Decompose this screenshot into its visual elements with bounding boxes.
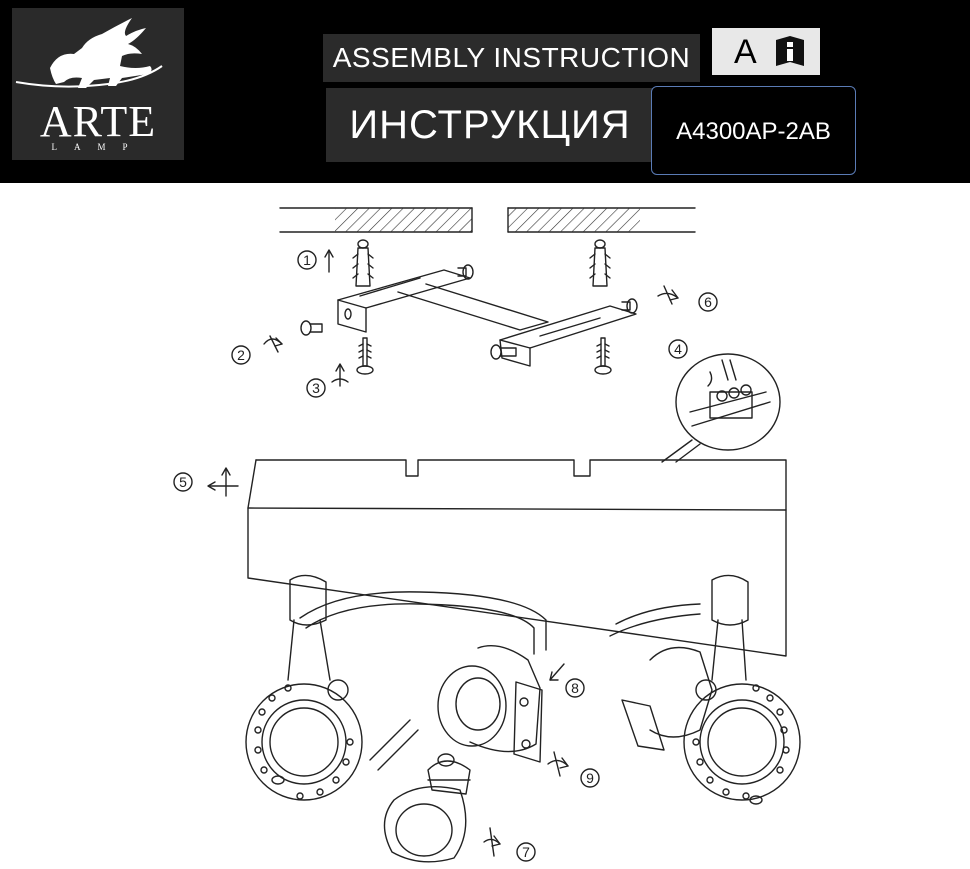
bracket-screw-right [621, 298, 638, 314]
spotlight-left [245, 574, 419, 801]
turn-arrow-icon [547, 751, 569, 777]
step-3-label: 3 [312, 380, 320, 396]
mounting-bracket [337, 269, 637, 367]
step-8-label: 8 [571, 680, 579, 696]
step-1-label: 1 [303, 252, 311, 268]
header-bar: ARTE LAMP ASSEMBLY INSTRUCTION ИНСТРУКЦИ… [0, 0, 970, 183]
brand-logo: ARTE LAMP [12, 8, 184, 160]
title-english: ASSEMBLY INSTRUCTION [323, 34, 700, 82]
wall-plug-right [589, 239, 611, 287]
step-6-label: 6 [704, 294, 712, 310]
terminal-block-inset [661, 353, 781, 463]
press-arrow-icon [549, 663, 565, 681]
wall-plug-left [352, 239, 374, 287]
assembly-diagram: 1 2 3 4 5 6 7 8 9 [173, 207, 801, 863]
move-arrows-icon [207, 467, 239, 497]
brand-name: ARTE [39, 97, 157, 146]
insert-arrow-icon [324, 249, 334, 273]
step-2-label: 2 [237, 347, 245, 363]
griffin-logo-icon [15, 18, 163, 88]
screw-turn-arrow-icon [331, 363, 349, 387]
wood-screw-right [594, 337, 612, 375]
gu10-bulb [383, 753, 471, 863]
tighten-arrow-icon [657, 285, 679, 305]
info-book-icon [776, 36, 804, 66]
lamp-socket [437, 645, 543, 763]
brand-subtitle: LAMP [51, 142, 145, 152]
model-code: A4300AP-2AB [651, 86, 856, 175]
twist-arrow-icon [483, 827, 501, 857]
bolt-screw [300, 320, 323, 336]
step-5-label: 5 [179, 474, 187, 490]
spotlight-right [621, 574, 801, 805]
step-circles [173, 250, 718, 862]
rotate-arrow-icon [263, 335, 283, 353]
canopy-plate [247, 459, 787, 657]
step-4-label: 4 [674, 341, 682, 357]
bracket-screw-front [490, 344, 517, 360]
lamp-arm [299, 591, 701, 655]
title-russian: ИНСТРУКЦИЯ [326, 88, 654, 162]
spotlight-right-holes [692, 684, 790, 800]
ceiling-surface [279, 207, 696, 233]
language-letter: A [734, 33, 757, 71]
step-7-label: 7 [522, 844, 530, 860]
bracket-screw-left [457, 264, 474, 280]
step-9-label: 9 [586, 770, 594, 786]
language-badge: A [712, 28, 820, 75]
spotlight-left-holes [254, 684, 354, 800]
wood-screw-left [356, 337, 374, 375]
